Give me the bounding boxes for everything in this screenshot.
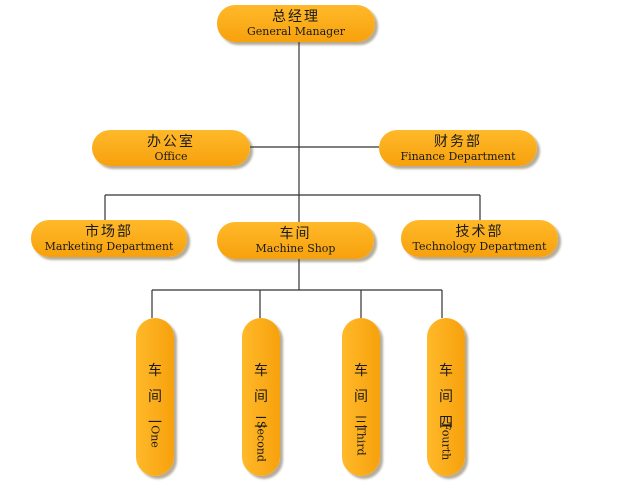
workshop-one-node: 车 间 一 One [136,318,174,476]
general-manager-cn: 总经理 [272,9,320,25]
workshop-three-char-2: 间 [354,389,368,405]
workshop-one-en: One [148,425,162,448]
workshop-two-char-3: 二 [254,415,268,431]
workshop-two-node: 车 间 二 Second [242,318,280,476]
finance-node: 财务部 Finance Department [379,130,537,166]
workshop-two-char-2: 间 [254,389,268,405]
general-manager-node: 总经理 General Manager [217,5,375,42]
workshop-three-char-1: 车 [354,363,368,379]
technology-node: 技术部 Technology Department [401,220,558,257]
workshop-one-char-2: 间 [148,389,162,405]
workshop-four-char-1: 车 [439,363,453,379]
marketing-cn: 市场部 [85,224,133,240]
workshop-one-char-3: 一 [148,415,162,431]
workshop-four-node: 车 间 四 Fourth [427,318,465,476]
workshop-two-en: Second [254,421,268,462]
finance-en: Finance Department [400,149,516,163]
technology-en: Technology Department [412,240,547,253]
office-en: Office [154,149,188,163]
marketing-en: Marketing Department [44,240,174,253]
workshop-four-char-3: 四 [439,415,453,431]
workshop-three-en: Third [354,425,368,456]
office-cn: 办公室 [147,133,195,150]
machine-shop-cn: 车间 [279,226,312,242]
technology-cn: 技术部 [455,224,504,240]
finance-cn: 财务部 [434,133,482,150]
machine-shop-en: Machine Shop [255,242,336,255]
marketing-node: 市场部 Marketing Department [31,220,187,257]
workshop-one-char-1: 车 [148,363,162,379]
workshop-three-node: 车 间 三 Third [342,318,380,476]
workshop-three-char-3: 三 [354,415,368,431]
general-manager-en: General Manager [247,25,345,38]
office-node: 办公室 Office [92,130,250,166]
workshop-four-char-2: 间 [439,389,453,405]
workshop-two-char-1: 车 [254,363,268,379]
machine-shop-node: 车间 Machine Shop [217,222,374,259]
workshop-four-en: Fourth [439,422,453,461]
